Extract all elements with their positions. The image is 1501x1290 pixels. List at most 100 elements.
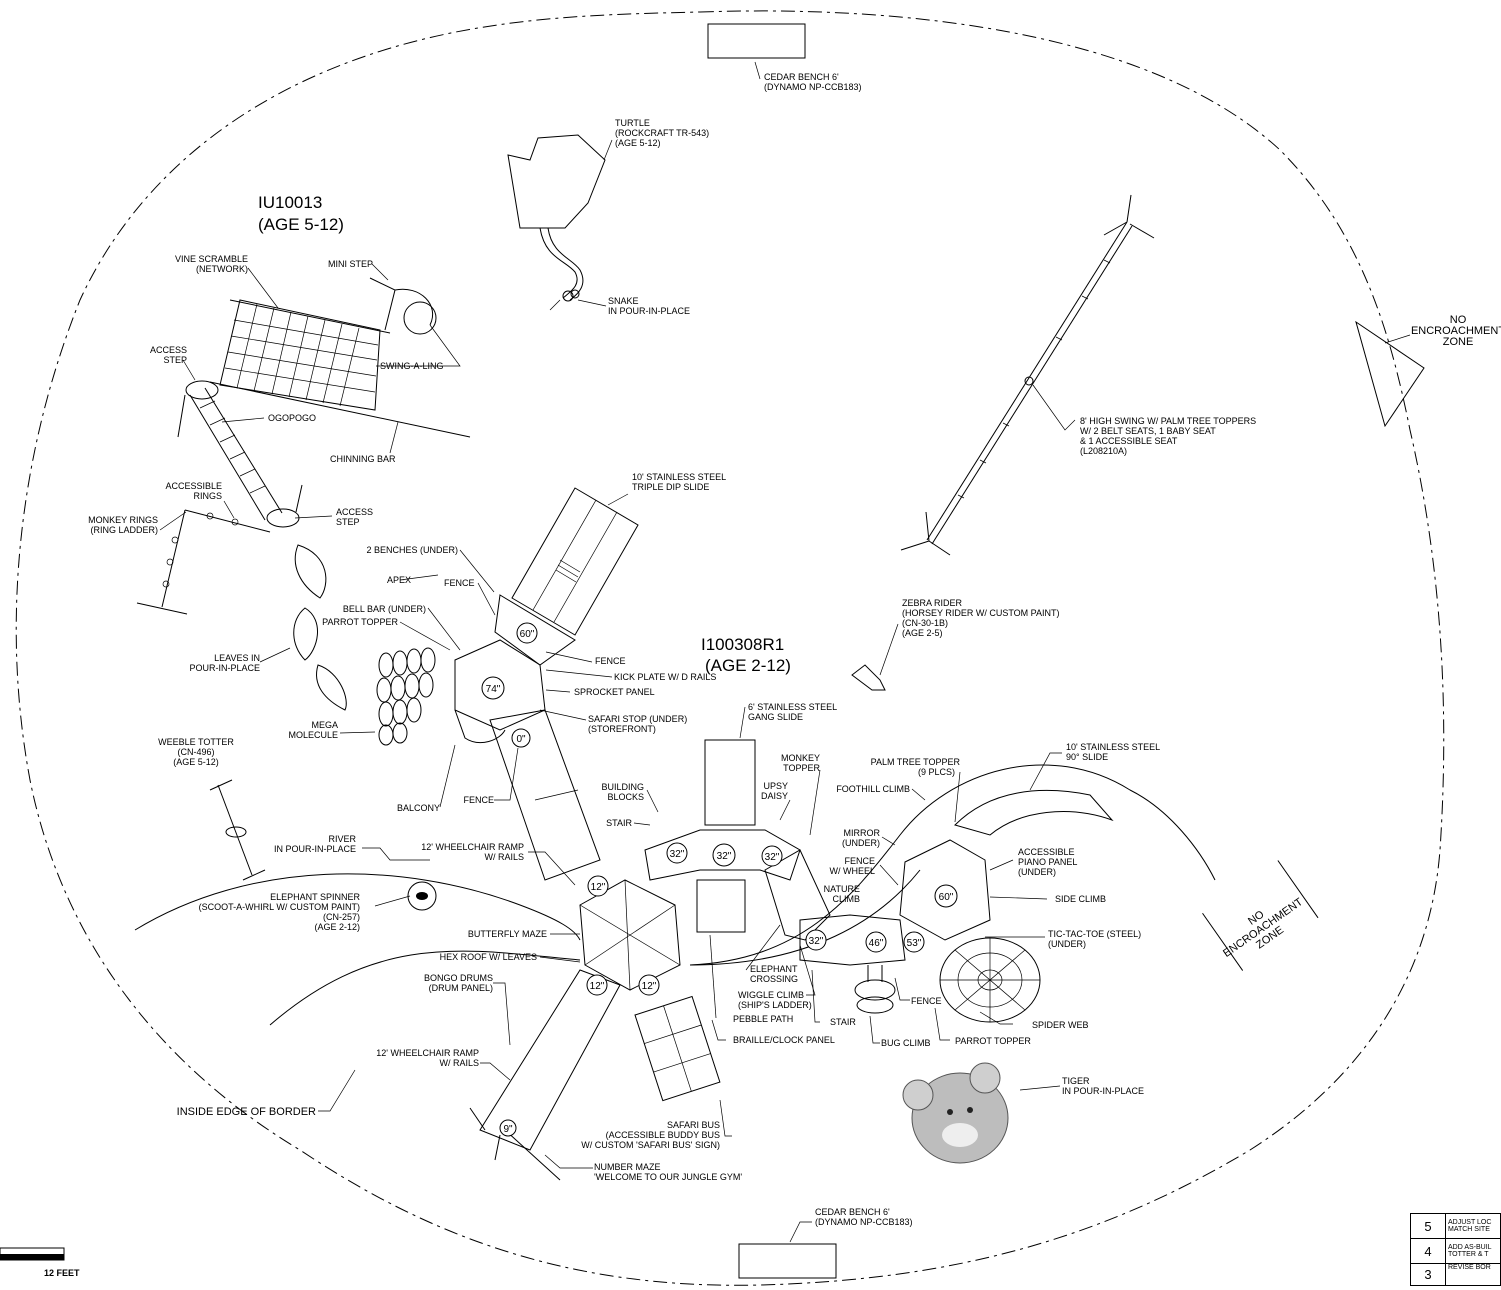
height-12-a: 12" [591,882,606,893]
height-12-c: 12" [642,981,657,992]
area-south-id: I100308R1 [701,635,784,654]
height-46: 46" [869,938,884,949]
slide-90 [954,789,1114,836]
revision-num: 5 [1410,1213,1446,1239]
revision-num: 3 [1410,1263,1446,1286]
label-monkey-rings: MONKEY RINGS(RING LADDER) [88,515,158,535]
revision-text: REVISE BOR [1445,1263,1501,1286]
area-north-age: (AGE 5-12) [258,215,344,234]
ogopogo-ladder [177,380,303,528]
area-north-id: IU10013 [258,193,322,212]
cedar-bench-top [707,23,806,59]
ramp-lower [479,969,621,1151]
label-sprocket: SPROCKET PANEL [574,687,655,697]
label-tic-tac: TIC-TAC-TOE (STEEL)(UNDER) [1048,929,1141,949]
pebble-panel [696,879,746,933]
area-south-age: (AGE 2-12) [705,656,791,675]
label-bongo: BONGO DRUMS(DRUM PANEL) [424,973,493,993]
label-cedar-bench-top: CEDAR BENCH 6'(DYNAMO NP-CCB183) [764,72,862,92]
height-74: 74" [486,684,501,695]
central-hex [579,879,681,991]
leaf-1 [294,544,327,599]
label-stair-a: STAIR [606,818,632,828]
gang-slide [704,739,756,826]
cedar-bench-bottom [738,1243,837,1279]
label-foothill: FOOTHILL CLIMB [836,784,910,794]
label-weeble: WEEBLE TOTTER(CN-496)(AGE 5-12) [158,737,234,767]
label-palm-topper: PALM TREE TOPPER(9 PLCS) [871,757,961,777]
nature-section [764,849,831,941]
label-no-encroach-angled: NOENCROACHMENTZONE [1214,886,1312,970]
label-stair-b: STAIR [830,1017,856,1027]
label-two-benches: 2 BENCHES (UNDER) [366,545,458,555]
label-parrot-topper-a: PARROT TOPPER [322,617,398,627]
deck-row [799,914,906,966]
label-mirror: MIRROR(UNDER) [842,828,880,848]
monkey-rings [136,509,271,615]
label-fence-a: FENCE [444,578,475,588]
label-vine-scramble: VINE SCRAMBLE(NETWORK) [175,254,248,274]
height-markers: 60" 74" 0" 32" 32" 32" 12" 12" 12" 32" 4… [481,622,958,1137]
label-cedar-bench-bottom: CEDAR BENCH 6'(DYNAMO NP-CCB183) [815,1207,913,1227]
height-32-a: 32" [670,849,685,860]
mega-molecule [376,647,436,746]
label-fence-b: FENCE [595,656,626,666]
number-maze [469,1107,561,1181]
revision-num: 4 [1410,1238,1446,1264]
border-outline [15,10,1445,1286]
leader-lines [159,61,1076,1243]
label-kick-plate: KICK PLATE W/ D RAILS [614,672,716,682]
safari-bus [634,995,721,1102]
tiger [902,1062,1009,1164]
label-fence-c: FENCE [463,795,494,805]
height-60-a: 60" [520,629,535,640]
triple-slide [511,487,639,636]
label-ogopogo: OGOPOGO [268,413,316,423]
label-spider: SPIDER WEB [1032,1020,1089,1030]
height-60-b: 60" [939,892,954,903]
label-zebra: ZEBRA RIDER(HORSEY RIDER W/ CUSTOM PAINT… [902,598,1060,638]
height-12-b: 12" [590,981,605,992]
river-curve [134,873,581,941]
scale-bar-label: 12 FEET [44,1268,80,1278]
callout-labels: CEDAR BENCH 6'(DYNAMO NP-CCB183) TURTLE(… [44,72,1501,1278]
label-swing-a-ling: SWING-A-LING [380,361,444,371]
height-53: 53" [907,938,922,949]
zebra-rider [851,664,886,691]
label-side-climb: SIDE CLIMB [1055,894,1106,904]
snake-shape [539,227,584,301]
right-hex [899,839,991,941]
no-encroachment-angled [1202,860,1319,971]
label-butterfly: BUTTERFLY MAZE [468,929,547,939]
spider-web [939,937,1041,1023]
height-32-b: 32" [717,851,732,862]
label-inside-edge: INSIDE EDGE OF BORDER [177,1106,316,1118]
label-balcony: BALCONY [397,803,440,813]
revision-row: 3 REVISE BOR [1410,1263,1501,1286]
bug-climb [854,965,896,1014]
label-apex: APEX [387,575,411,585]
label-pebble: PEBBLE PATH [733,1014,793,1024]
scale-bar [0,1247,65,1261]
